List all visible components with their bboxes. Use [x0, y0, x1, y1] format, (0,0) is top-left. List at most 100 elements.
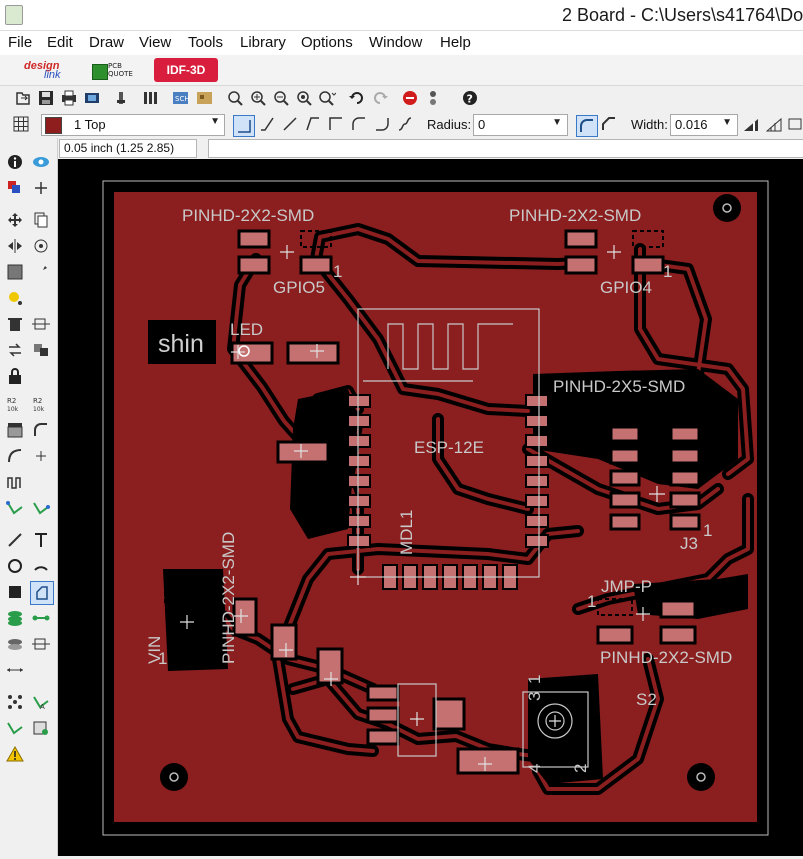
pinswap-icon[interactable]	[4, 339, 26, 361]
radius-select[interactable]: 0 ▼	[473, 114, 568, 136]
wire-bend-arc-icon[interactable]	[350, 115, 368, 133]
grid-icon[interactable]	[12, 115, 30, 133]
add-icon[interactable]	[30, 313, 52, 335]
chevron-down-icon: ▼	[552, 117, 562, 128]
layer-stack-icon[interactable]	[742, 115, 760, 133]
mark-icon[interactable]	[30, 177, 52, 199]
toolbar-overflow-icon[interactable]	[786, 115, 803, 133]
wire-icon[interactable]	[4, 529, 26, 551]
zoom-in-icon[interactable]	[249, 89, 267, 107]
miter-icon[interactable]	[30, 419, 52, 441]
script-icon[interactable]	[112, 89, 130, 107]
optimize-icon[interactable]	[4, 445, 26, 467]
stop-icon[interactable]	[401, 89, 419, 107]
wire-bend-right-alt-icon[interactable]	[327, 115, 345, 133]
sch-icon[interactable]: SCH	[172, 89, 190, 107]
wire-bend-freehand-icon[interactable]	[396, 115, 414, 133]
menu-edit[interactable]: Edit	[47, 34, 73, 51]
miter-straight-icon[interactable]	[600, 115, 618, 133]
svg-text:10k: 10k	[33, 406, 45, 412]
ulp-icon[interactable]	[143, 89, 161, 107]
wire-bend-arc-alt-icon[interactable]	[373, 115, 391, 133]
open-icon[interactable]	[14, 89, 32, 107]
lock-icon[interactable]	[4, 365, 26, 387]
group-icon[interactable]	[4, 261, 26, 283]
drc-icon[interactable]	[4, 691, 26, 713]
go-icon[interactable]	[424, 89, 442, 107]
width-value: 0.016	[675, 117, 708, 132]
layer-stack-alt-icon[interactable]	[765, 115, 783, 133]
text-icon[interactable]	[30, 529, 52, 551]
signal-icon[interactable]	[30, 607, 52, 629]
help-icon[interactable]: ?	[461, 89, 479, 107]
tool-sidebar	[0, 138, 58, 856]
wire-bend-45-icon[interactable]	[258, 115, 276, 133]
menu-options[interactable]: Options	[301, 34, 353, 51]
mirror-icon[interactable]	[4, 235, 26, 257]
designlink-button[interactable]: design link	[20, 60, 68, 82]
rect-icon[interactable]	[4, 581, 26, 603]
paint-roller-icon[interactable]	[4, 287, 26, 309]
change-icon[interactable]	[30, 261, 52, 283]
auto-route-icon[interactable]: A	[30, 691, 52, 713]
wire-bend-45-alt-icon[interactable]	[304, 115, 322, 133]
menu-file[interactable]: File	[8, 34, 33, 51]
menu-help[interactable]: Help	[440, 34, 471, 51]
zoom-select-icon[interactable]	[318, 89, 336, 107]
meander-icon[interactable]	[4, 471, 26, 493]
label-pinhd-tl: PINHD-2X2-SMD	[182, 206, 314, 225]
show-icon[interactable]	[30, 151, 52, 173]
copy-icon[interactable]	[30, 209, 52, 231]
route-icon[interactable]	[30, 445, 52, 467]
circle-icon[interactable]	[4, 555, 26, 577]
ripup-icon[interactable]	[4, 497, 26, 519]
info-icon[interactable]	[4, 151, 26, 173]
display-layers-icon[interactable]	[4, 177, 26, 199]
replace-icon[interactable]	[30, 339, 52, 361]
wire-bend-right-angle-icon[interactable]	[233, 115, 255, 137]
dimension-icon[interactable]	[4, 659, 26, 681]
miter-round-icon[interactable]	[576, 115, 598, 137]
autorouter-icon[interactable]	[30, 497, 52, 519]
silk-labels: PINHD-2X2-SMD GPIO5 1 PINHD-2X2-SMD GPIO…	[145, 206, 732, 773]
move-icon[interactable]	[4, 209, 26, 231]
hole-icon[interactable]	[4, 633, 26, 655]
command-input[interactable]	[208, 139, 803, 158]
menu-view[interactable]: View	[139, 34, 172, 51]
wire-bend-straight-icon[interactable]	[281, 115, 299, 133]
designlink-sub: link	[44, 69, 61, 81]
menu-library[interactable]: Library	[240, 34, 286, 51]
rotate-icon[interactable]	[30, 235, 52, 257]
zoom-out-icon[interactable]	[272, 89, 290, 107]
layer-select[interactable]: 1 Top ▼	[41, 114, 225, 136]
label-pinhd-vert: PINHD-2X2-SMD	[219, 532, 238, 664]
label-gpio4: GPIO4	[600, 278, 652, 297]
errors-icon[interactable]	[4, 717, 26, 739]
warning-icon[interactable]	[4, 743, 26, 765]
print-icon[interactable]	[60, 89, 78, 107]
attribute-icon[interactable]	[30, 633, 52, 655]
arc-icon[interactable]	[30, 555, 52, 577]
cam-icon[interactable]	[83, 89, 101, 107]
split-icon[interactable]	[4, 419, 26, 441]
via-icon[interactable]	[4, 607, 26, 629]
width-label: Width:	[631, 117, 668, 132]
menu-tools[interactable]: Tools	[188, 34, 224, 51]
width-select[interactable]: 0.016 ▼	[670, 114, 738, 136]
idf-3d-button[interactable]: IDF-3D	[154, 58, 218, 82]
undo-icon[interactable]	[348, 89, 366, 107]
brd-icon[interactable]	[196, 89, 214, 107]
zoom-redraw-icon[interactable]	[295, 89, 313, 107]
menu-draw[interactable]: Draw	[89, 34, 125, 51]
board-check-icon[interactable]	[30, 717, 52, 739]
board-canvas[interactable]: PINHD-2X2-SMD GPIO5 1 PINHD-2X2-SMD GPIO…	[58, 159, 803, 856]
zoom-fit-icon[interactable]	[226, 89, 244, 107]
delete-icon[interactable]	[4, 313, 26, 335]
polygon-icon[interactable]	[30, 581, 54, 605]
redo-icon[interactable]	[371, 89, 389, 107]
save-icon[interactable]	[37, 89, 55, 107]
menu-window[interactable]: Window	[369, 34, 423, 51]
